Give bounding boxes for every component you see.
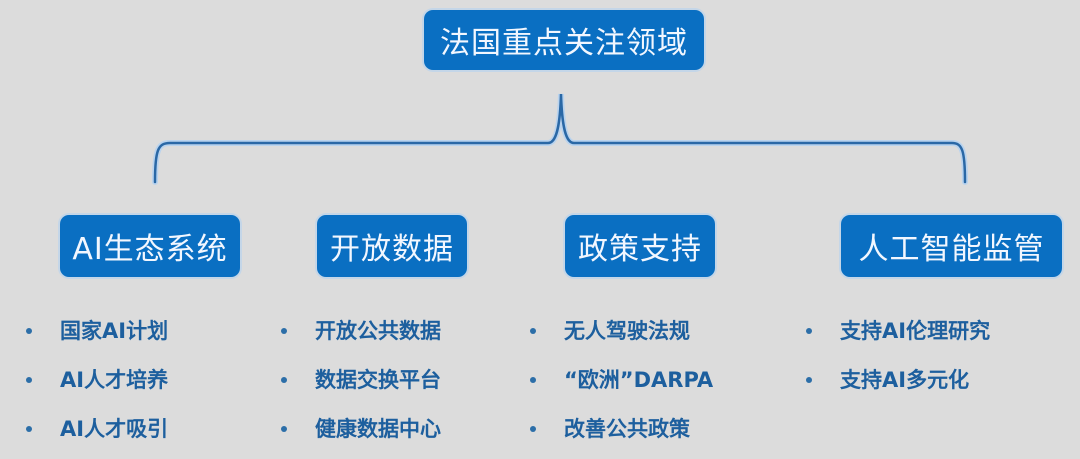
bullet-icon [530,377,536,383]
category-label: 开放数据 [330,232,454,267]
bullet-icon [26,328,32,334]
bullet-icon [281,426,287,432]
category-node-open-data: 开放数据 [317,215,467,277]
bullet-icon [806,328,812,334]
bullet-icon [530,328,536,334]
bullet-icon [26,426,32,432]
category-label: 人工智能监管 [858,232,1045,267]
root-node: 法国重点关注领域 [424,10,704,70]
bullet-icon [281,328,287,334]
category-node-ai-regulation: 人工智能监管 [841,215,1062,277]
root-label: 法国重点关注领域 [440,26,688,61]
bullet-icon [26,377,32,383]
bullet-icon [806,377,812,383]
category-node-policy-support: 政策支持 [565,215,715,277]
bullet-icon [281,377,287,383]
bullet-icon [530,426,536,432]
category-label: AI生态系统 [72,232,228,267]
category-node-ai-ecosystem: AI生态系统 [60,215,240,277]
category-label: 政策支持 [578,232,702,267]
